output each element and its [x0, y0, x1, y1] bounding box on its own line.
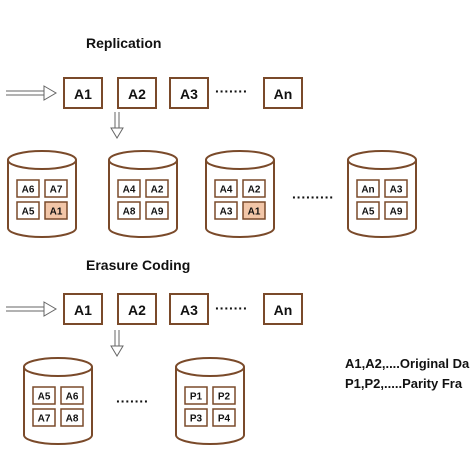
- replication-block-a2: A2: [117, 77, 157, 109]
- replication-disk-cell-label: A3: [390, 185, 403, 196]
- replication-disk-cell-label: A6: [22, 185, 35, 196]
- replication-block-label: An: [274, 86, 293, 102]
- erasure-disk-cell-p4: P4: [212, 408, 236, 427]
- replication-disk-cell-label: A8: [123, 207, 136, 218]
- replication-block-ellipsis: ·······: [215, 83, 248, 99]
- replication-down-arrow: [110, 112, 124, 139]
- replication-disk-cell-label: A1: [248, 207, 261, 218]
- replication-disk-cell-a2: A2: [145, 179, 169, 198]
- replication-disk-cell-a8: A8: [117, 201, 141, 220]
- erasure-disk-cell-label: P1: [190, 392, 203, 403]
- erasure-disk-cell-p1: P1: [184, 386, 208, 405]
- replication-input-arrow: [6, 85, 57, 101]
- erasure-disk-ellipsis: ·······: [116, 393, 149, 409]
- replication-disk-cell-label: An: [361, 185, 374, 196]
- erasure-title: Erasure Coding: [86, 257, 190, 273]
- replication-disk-cell-a4: A4: [214, 179, 238, 198]
- replication-disk-cell-label: A9: [151, 207, 164, 218]
- legend-parity-fragments: P1,P2,.....Parity Fra: [345, 376, 463, 391]
- replication-block-label: A1: [74, 86, 92, 102]
- erasure-block-label: A3: [180, 302, 198, 318]
- erasure-disk-cell-label: A8: [66, 414, 79, 425]
- replication-block-an: An: [263, 77, 303, 109]
- replication-disk-cell-label: A2: [151, 185, 164, 196]
- replication-block-a1: A1: [63, 77, 103, 109]
- replication-block-a3: A3: [169, 77, 209, 109]
- replication-disk-cell-label: A4: [220, 185, 233, 196]
- erasure-disk-cell-a6: A6: [60, 386, 84, 405]
- erasure-disk-cell-label: A7: [38, 414, 51, 425]
- erasure-disk-cell-label: P4: [218, 414, 231, 425]
- erasure-disk-cell-a7: A7: [32, 408, 56, 427]
- erasure-disk-cell-label: P3: [190, 414, 203, 425]
- replication-disk-cell-label: A5: [22, 207, 35, 218]
- erasure-disk-cell-p3: P3: [184, 408, 208, 427]
- replication-disk-cell-label: A3: [220, 207, 233, 218]
- erasure-block-an: An: [263, 293, 303, 325]
- erasure-input-arrow: [6, 301, 57, 317]
- erasure-disk-cell-a5: A5: [32, 386, 56, 405]
- erasure-disk-cell-label: A6: [66, 392, 79, 403]
- replication-disk-cell-a2: A2: [242, 179, 266, 198]
- erasure-disk-cell-p2: P2: [212, 386, 236, 405]
- replication-title: Replication: [86, 35, 161, 51]
- replication-disk-cell-a9: A9: [384, 201, 408, 220]
- erasure-blocks: A1 A2 A3 An: [63, 293, 303, 325]
- replication-disk-cell-a3: A3: [384, 179, 408, 198]
- replication-disk-cell-label: A9: [390, 207, 403, 218]
- replication-blocks: A1 A2 A3 An: [63, 77, 303, 109]
- erasure-down-arrow: [110, 330, 124, 357]
- replication-disk-cell-a9: A9: [145, 201, 169, 220]
- erasure-disk-cell-label: P2: [218, 392, 231, 403]
- erasure-block-a1: A1: [63, 293, 103, 325]
- replication-disk-cell-a6: A6: [16, 179, 40, 198]
- erasure-block-label: A1: [74, 302, 92, 318]
- legend-original-data: A1,A2,....Original Da: [345, 356, 470, 371]
- replication-disk-cell-a4: A4: [117, 179, 141, 198]
- erasure-disk-cell-label: A5: [38, 392, 51, 403]
- replication-disk-cell-a5: A5: [356, 201, 380, 220]
- erasure-block-label: A2: [128, 302, 146, 318]
- replication-block-label: A2: [128, 86, 146, 102]
- replication-block-label: A3: [180, 86, 198, 102]
- replication-disk-cell-label: A1: [50, 207, 63, 218]
- replication-disk-cell-a7: A7: [44, 179, 68, 198]
- replication-disk-cell-label: A7: [50, 185, 63, 196]
- erasure-block-label: An: [274, 302, 293, 318]
- replication-disk-cell-label: A2: [248, 185, 261, 196]
- replication-disk-cell-label: A4: [123, 185, 136, 196]
- replication-disk-cell-a3: A3: [214, 201, 238, 220]
- replication-disk-ellipsis: ·········: [292, 189, 334, 205]
- replication-disk-cell-a1: A1: [44, 201, 68, 220]
- erasure-block-ellipsis: ·······: [215, 300, 248, 316]
- replication-disk-cell-an: An: [356, 179, 380, 198]
- erasure-block-a2: A2: [117, 293, 157, 325]
- replication-disk-cell-label: A5: [362, 207, 375, 218]
- erasure-block-a3: A3: [169, 293, 209, 325]
- replication-disk-cell-a1: A1: [242, 201, 266, 220]
- replication-disk-cell-a5: A5: [16, 201, 40, 220]
- erasure-disk-cell-a8: A8: [60, 408, 84, 427]
